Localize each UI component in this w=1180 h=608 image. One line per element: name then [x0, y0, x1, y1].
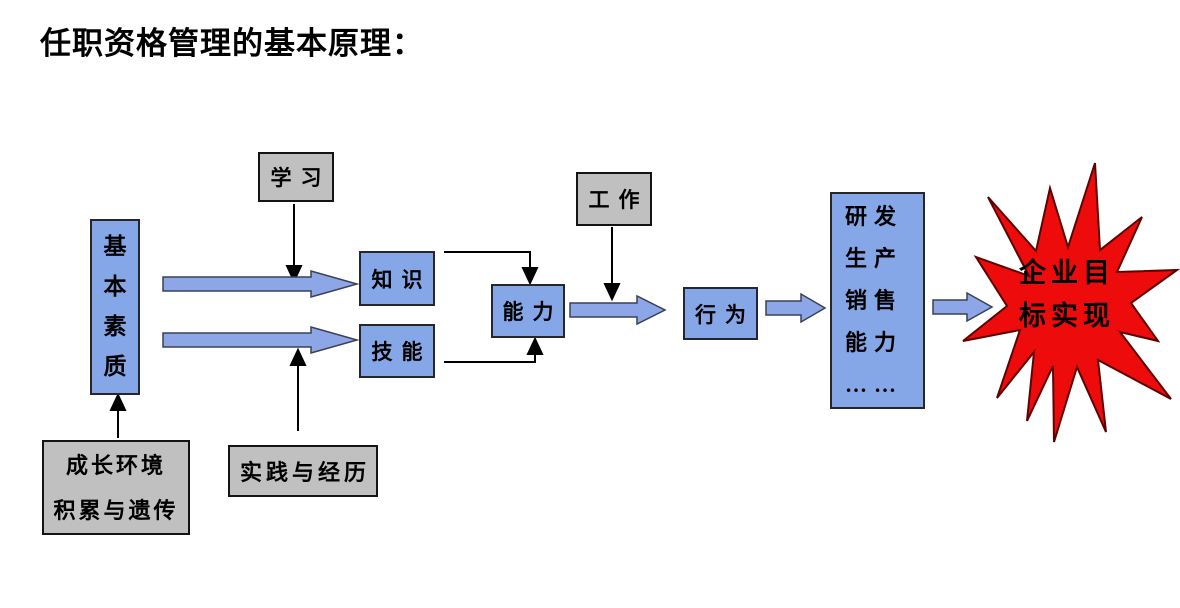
block-arrow-business-to-goal: [932, 291, 994, 323]
node-basic-quality: 基 本 素 质: [90, 219, 140, 395]
node-business-line: 销售: [845, 288, 904, 313]
arrow-practice-to-skill-head: [289, 347, 307, 366]
node-enterprise-goal: 企业目 标实现: [972, 252, 1162, 338]
node-business-line: 研发: [845, 204, 904, 229]
node-growth-environment: 成长环境 积累与遗传: [42, 440, 190, 535]
node-study-label: 学习: [270, 166, 331, 190]
node-behavior: 行为: [683, 287, 758, 340]
node-growth-line: 积累与遗传: [53, 497, 179, 523]
node-enterprise-goal-line: 企业目: [1019, 258, 1115, 288]
node-work: 工作: [576, 172, 652, 226]
block-arrow-behavior-to-business: [765, 292, 827, 324]
node-enterprise-goal-line: 标实现: [1019, 301, 1115, 331]
connector-knowledge-to-ability-head: [521, 267, 539, 286]
node-skill-label: 技能: [371, 340, 432, 364]
node-behavior-label: 行为: [695, 302, 755, 327]
arrow-study-to-knowledge-head: [285, 265, 303, 284]
connector-knowledge-to-ability: [444, 251, 531, 269]
node-business-line: 能力: [845, 330, 904, 355]
node-business-capability: 研发 生产 销售 能力 ……: [830, 192, 925, 409]
node-basic-quality-char: 质: [103, 354, 127, 379]
arrow-growth-to-basic-head: [109, 392, 127, 411]
block-arrow-basic-to-knowledge: [162, 270, 360, 298]
node-basic-quality-char: 本: [103, 274, 127, 299]
node-business-ellipsis: ……: [845, 372, 903, 397]
arrow-work-to-behavior-head: [603, 283, 621, 302]
node-study: 学习: [258, 152, 334, 202]
node-basic-quality-char: 素: [103, 314, 127, 339]
node-basic-quality-char: 基: [103, 234, 127, 259]
node-skill: 技能: [359, 324, 435, 378]
node-practice-label: 实践与经历: [239, 460, 370, 485]
node-knowledge-label: 知识: [371, 267, 432, 292]
node-business-line: 生产: [845, 246, 904, 271]
connector-skill-to-ability: [444, 352, 536, 363]
block-arrow-ability-to-behavior: [569, 294, 667, 326]
node-work-label: 工作: [588, 188, 649, 212]
explosion-star-shape: [962, 162, 1180, 443]
node-knowledge: 知识: [359, 251, 435, 306]
node-ability-label: 能力: [502, 300, 563, 324]
page-title: 任职资格管理的基本原理：: [40, 26, 424, 61]
block-arrow-basic-to-skill: [162, 326, 360, 354]
node-ability: 能力: [491, 284, 565, 338]
node-practice-experience: 实践与经历: [228, 445, 378, 497]
connector-skill-to-ability-head: [526, 336, 544, 355]
node-growth-line: 成长环境: [65, 452, 166, 478]
